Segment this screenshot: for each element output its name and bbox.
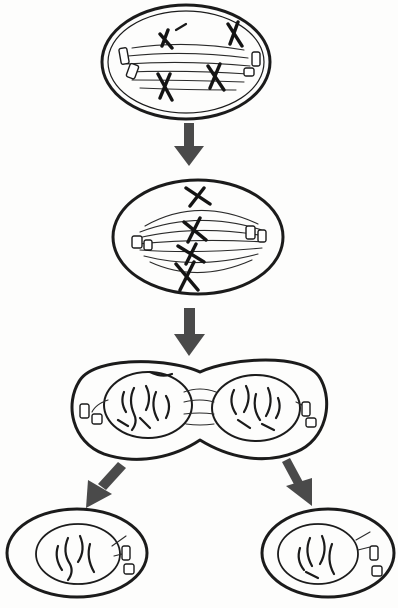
cell-membrane (72, 360, 327, 459)
centriole (306, 418, 316, 427)
centriole (244, 68, 254, 76)
centriole (372, 566, 382, 576)
chromosomes-right (231, 386, 279, 430)
arrow-down-right (282, 458, 312, 506)
centriole (124, 564, 134, 574)
centriole (92, 414, 102, 424)
centriole (302, 402, 310, 416)
centriole (122, 546, 130, 560)
cell-stage-1 (102, 5, 270, 119)
centriole (258, 230, 266, 242)
daughter-cell-right (262, 509, 394, 597)
chromosome (178, 244, 204, 264)
chromosomes-left (118, 372, 172, 430)
arrow-down (174, 308, 205, 356)
centriole (252, 52, 260, 66)
cell-stage-3 (72, 360, 327, 459)
nucleus (278, 524, 358, 584)
arrow-down-left (86, 462, 126, 508)
nucleus (36, 524, 120, 584)
centriole (370, 546, 378, 560)
chromosome (186, 188, 210, 206)
centriole (80, 404, 89, 418)
centriole (246, 226, 255, 239)
centriole (144, 240, 152, 250)
cell-stage-2 (113, 180, 283, 294)
chromosome (176, 262, 198, 290)
centriole (132, 236, 142, 248)
centriole (126, 63, 139, 79)
chromosome (208, 64, 224, 90)
arrow-down (174, 123, 204, 166)
chromosome (158, 74, 172, 100)
spindle-fibers (126, 44, 250, 90)
daughter-cell-left (7, 509, 147, 597)
centriole (119, 47, 130, 64)
